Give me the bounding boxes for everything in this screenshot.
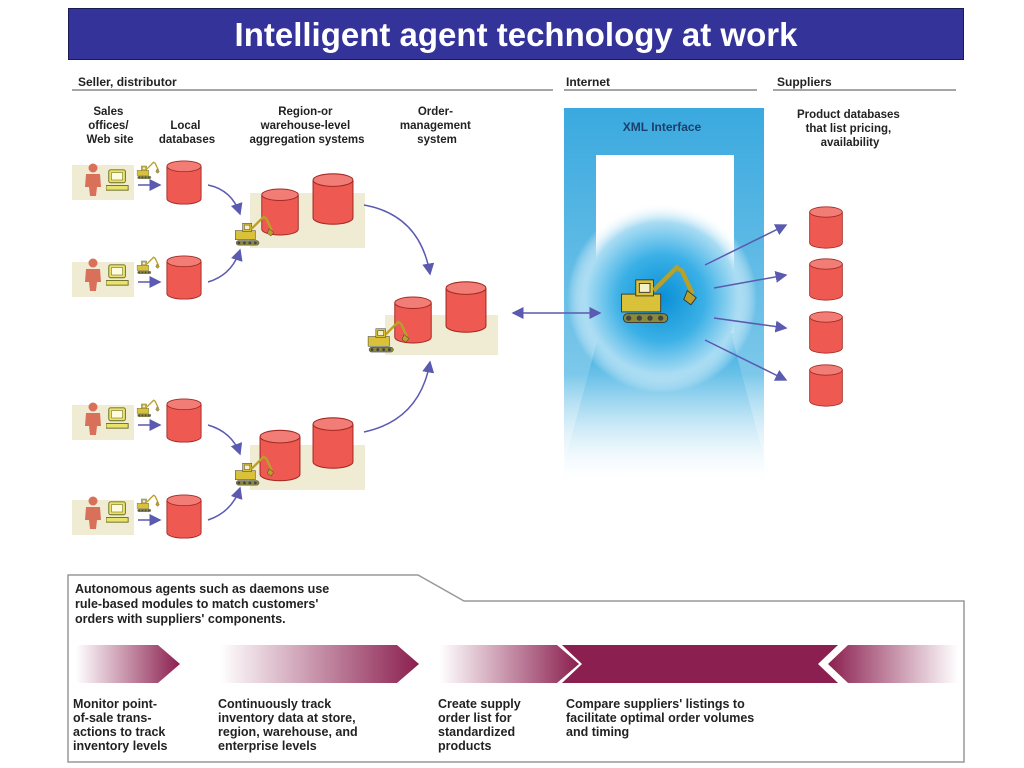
database-icon [166, 494, 202, 539]
arrow-icon [363, 204, 435, 276]
database-icon [809, 206, 843, 249]
flow-arrows [207, 184, 788, 521]
supplier-desc: Product databases that list pricing, ava… [797, 109, 903, 149]
region-system-2 [234, 416, 365, 490]
page-title: Intelligent agent technology at work [68, 8, 964, 60]
computer-icon [106, 264, 129, 286]
supplier-databases [809, 206, 843, 407]
arrow-icon [704, 339, 788, 381]
step-4-text: Compare suppliers' listings to facilitat… [566, 697, 758, 739]
excavator-icon [136, 161, 160, 180]
xml-interface: XML Interface [560, 108, 770, 488]
computer-icon [106, 169, 129, 191]
step-2-arrow [220, 645, 419, 683]
callout-text: Autonomous agents such as daemons use ru… [75, 582, 333, 626]
database-icon [809, 311, 843, 354]
region-system-1 [234, 173, 365, 248]
section-internet: Internet [566, 75, 610, 89]
step-4-arrow [562, 645, 838, 683]
callout-panel: Autonomous agents such as daemons use ru… [67, 574, 965, 763]
arrow-icon [713, 317, 788, 333]
step-1-arrow [76, 645, 180, 683]
xml-interface-label: XML Interface [623, 120, 702, 134]
section-suppliers: Suppliers [777, 75, 832, 89]
arrow-icon [207, 184, 243, 216]
database-icon [259, 429, 301, 482]
database-icon [809, 364, 843, 407]
arrow-icon [363, 360, 435, 433]
excavator-icon [136, 399, 160, 418]
sales-row-2 [72, 255, 202, 300]
database-icon [261, 188, 299, 236]
sales-row-4 [72, 494, 202, 539]
database-icon [166, 398, 202, 443]
database-icon [445, 281, 487, 333]
sales-row-3 [72, 398, 202, 443]
step-4-tail [828, 645, 958, 683]
database-icon [312, 173, 354, 225]
arrow-icon [704, 224, 788, 266]
step-1-text: Monitor point- of-sale trans- actions to… [73, 697, 169, 753]
database-icon [166, 160, 202, 205]
section-seller: Seller, distributor [78, 75, 177, 89]
region-label: Region-or warehouse-level aggregation sy… [249, 106, 364, 146]
excavator-icon [136, 494, 160, 513]
computer-icon [106, 501, 129, 523]
database-icon [809, 258, 843, 301]
order-label: Order- management system [400, 106, 474, 146]
step-2-text: Continuously track inventory data at sto… [218, 697, 361, 753]
computer-icon [106, 407, 129, 429]
arrow-icon [207, 424, 243, 456]
arrow-icon [207, 248, 243, 283]
arrow-icon [713, 270, 788, 289]
database-icon [394, 296, 432, 344]
database-icon [166, 255, 202, 300]
excavator-icon [136, 256, 160, 275]
order-system [366, 281, 498, 355]
arrow-icon [207, 486, 243, 521]
sales-offices-label: Sales offices/ Web site [86, 106, 133, 146]
sales-row-1 [72, 160, 202, 205]
step-3-arrow [440, 645, 579, 683]
local-db-label: Local databases [159, 120, 215, 146]
step-3-text: Create supply order list for standardize… [438, 697, 524, 753]
database-icon [312, 416, 354, 470]
